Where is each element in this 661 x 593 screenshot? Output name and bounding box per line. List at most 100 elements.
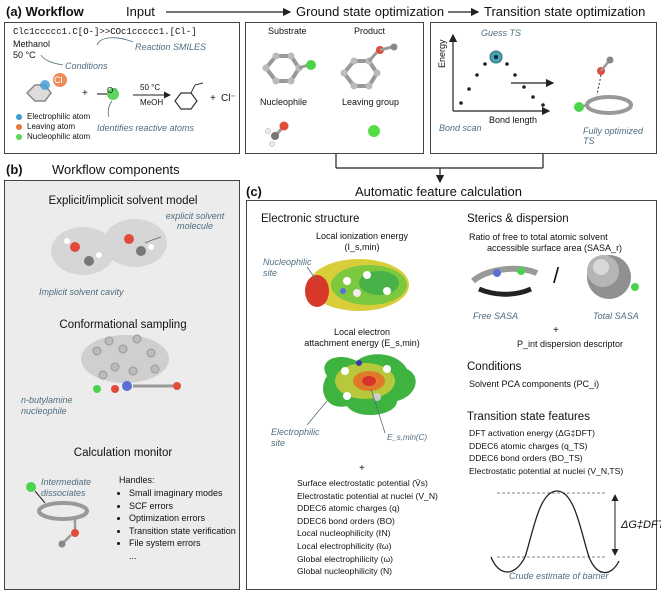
bond-scan-label: Bond scan: [439, 123, 482, 133]
electrophilic-site-note: Electrophilic site: [271, 427, 320, 448]
nucleophilic-atom-highlight: [107, 88, 119, 100]
workflow-title: Workflow: [25, 4, 84, 19]
legend-electrophilic: Electrophilic atom: [27, 112, 91, 121]
attachment-surface: [323, 354, 416, 416]
feature-item: Local electrophilicity (ℓω): [297, 540, 392, 551]
sasa-slash: /: [553, 263, 560, 288]
anisole-ring: [174, 92, 198, 110]
feature-item: Global nucleophilicity (N): [297, 566, 393, 577]
optimized-ts-molecule: [574, 56, 633, 115]
identifies-note: Identifies reactive atoms: [97, 123, 195, 133]
handles-label: Handles:: [119, 475, 155, 485]
electronic-surfaces: [305, 259, 416, 434]
input-panel: Clc1ccccc1.C[O-]>>COc1ccccc1.[Cl-] Metha…: [4, 22, 240, 154]
feature-item: Electrostatic potential at nuclei (V_N): [297, 490, 438, 501]
plus-sign-1: +: [82, 88, 88, 99]
barrier-diagram: [490, 490, 620, 574]
bond-length-label: Bond length: [489, 115, 538, 125]
calculation-monitor-title: Calculation monitor: [73, 447, 173, 459]
nucleophilic-site-note: Nucleophilic site: [263, 257, 312, 278]
leae-label-line2: attachment energy (E_s,min): [304, 338, 420, 348]
total-sasa-molecule: [587, 255, 639, 299]
sterics-dispersion-title: Sterics & dispersion: [467, 213, 569, 225]
section-c-label: (c): [246, 184, 262, 199]
explicit-solvent-note: explicit solvent molecule: [165, 211, 225, 231]
handles-list: Small imaginary modes SCF errors Optimiz…: [117, 487, 236, 562]
flow-connector: [335, 154, 544, 184]
handle-item: File system errors: [129, 537, 236, 550]
transition-state-title: Transition state optimization: [484, 4, 646, 19]
es-min-c-label: E_s,min(C): [387, 433, 428, 442]
substrate-molecule: [262, 52, 316, 85]
condition-temperature: 50 °C: [13, 50, 36, 60]
ts-feature-list: DFT activation energy (ΔG‡DFT) DDEC6 ato…: [469, 427, 623, 477]
arrow-temperature: 50 °C: [140, 83, 161, 92]
intermediate-molecule: [26, 482, 89, 548]
plus-sign-sterics: +: [553, 325, 559, 336]
legend-dot-electrophilic: [16, 114, 22, 120]
leaving-atom-highlight: [53, 73, 67, 87]
ionization-surface: [305, 259, 409, 311]
ts-feature-item: DFT activation energy (ΔG‡DFT): [469, 428, 595, 438]
ts-feature-item: DDEC6 bond orders (BO_TS): [469, 453, 583, 464]
electrophilic-highlight: [40, 80, 50, 90]
plus-sign-2: +: [210, 93, 216, 104]
ground-state-panel: Substrate Product Nucleophile Leaving gr…: [245, 22, 424, 154]
sasa-ratio-line2: accessible surface area (SASA_r): [487, 243, 623, 253]
section-b-header: (b): [6, 162, 23, 177]
header-arrows: [166, 7, 480, 17]
sasa-illustration: [471, 255, 639, 299]
workflow-components-title: Workflow components: [52, 162, 180, 177]
sasa-ratio-line1: Ratio of free to total atomic solvent: [469, 232, 608, 242]
feature-item: Global electrophilicity (ω): [297, 553, 394, 564]
nucleophile-molecule: [265, 121, 289, 147]
cl-atom-label: Cl: [54, 75, 63, 85]
feature-calculation-panel: Electronic structure Local ionization en…: [246, 200, 661, 590]
feature-item: DDEC6 bond orders (BO): [297, 515, 395, 526]
energy-barrier-curve: [490, 490, 620, 574]
local-ionization-energy-label: Local ionization energy: [315, 231, 409, 241]
section-b-label: (b): [6, 162, 23, 177]
conformer-cloud: [81, 334, 169, 383]
conditions-note: Conditions: [65, 61, 108, 71]
o-minus-label: O⁻: [107, 86, 118, 95]
ts-feature-item: Electrostatic potential at nuclei (V_N,T…: [469, 465, 624, 476]
feature-item: DDEC6 atomic charges (q): [297, 503, 400, 514]
plus-sign-features: +: [359, 463, 365, 474]
legend-leaving: Leaving atom: [27, 122, 76, 131]
product-label: Product: [354, 26, 386, 36]
conformational-sampling-title: Conformational sampling: [59, 319, 187, 331]
handle-item: ...: [129, 550, 137, 561]
product-molecule: [340, 43, 398, 90]
implicit-cavity-note: Implicit solvent cavity: [39, 287, 124, 297]
legend-nucleophilic: Nucleophilic atom: [27, 132, 91, 141]
electronic-structure-title: Electronic structure: [261, 213, 360, 225]
feature-item: Surface electrostatic potential (V̄s): [297, 478, 428, 488]
nucleophile-label: Nucleophile: [260, 97, 308, 107]
chloride-label: Cl⁻: [221, 93, 236, 104]
electronic-feature-list: Surface electrostatic potential (V̄s) El…: [297, 477, 438, 578]
ts-features-title: Transition state features: [467, 411, 590, 423]
pint-descriptor: P_int dispersion descriptor: [517, 339, 624, 349]
legend-dot-nucleophilic: [16, 134, 22, 140]
handle-item: SCF errors: [129, 500, 236, 513]
guess-ts-label: Guess TS: [481, 28, 522, 38]
bond-scan-plot: [448, 33, 633, 116]
leaving-group-label: Leaving group: [342, 97, 400, 107]
components-illustrations: [26, 219, 181, 548]
section-a-label: (a): [6, 4, 22, 19]
lie-symbol: (I_s,min): [344, 242, 380, 252]
free-sasa-molecule: [471, 265, 539, 297]
legend-dot-leaving: [16, 124, 22, 130]
section-c-header: (c): [246, 184, 262, 199]
solvent-model-title: Explicit/implicit solvent model: [48, 195, 198, 207]
total-sasa-label: Total SASA: [593, 311, 639, 321]
ground-state-title: Ground state optimization: [296, 4, 445, 19]
handle-item: Optimization errors: [129, 512, 236, 525]
reaction-smiles-text: Clc1ccccc1.C[O-]>>COc1ccccc1.[Cl-]: [13, 27, 197, 37]
handle-item: Transition state verification: [129, 525, 236, 538]
leaving-group-atom: [368, 125, 380, 137]
ts-feature-item: DDEC6 atomic charges (q_TS): [469, 440, 588, 451]
input-scheme: [16, 37, 204, 140]
handle-item: Small imaginary modes: [129, 487, 236, 500]
